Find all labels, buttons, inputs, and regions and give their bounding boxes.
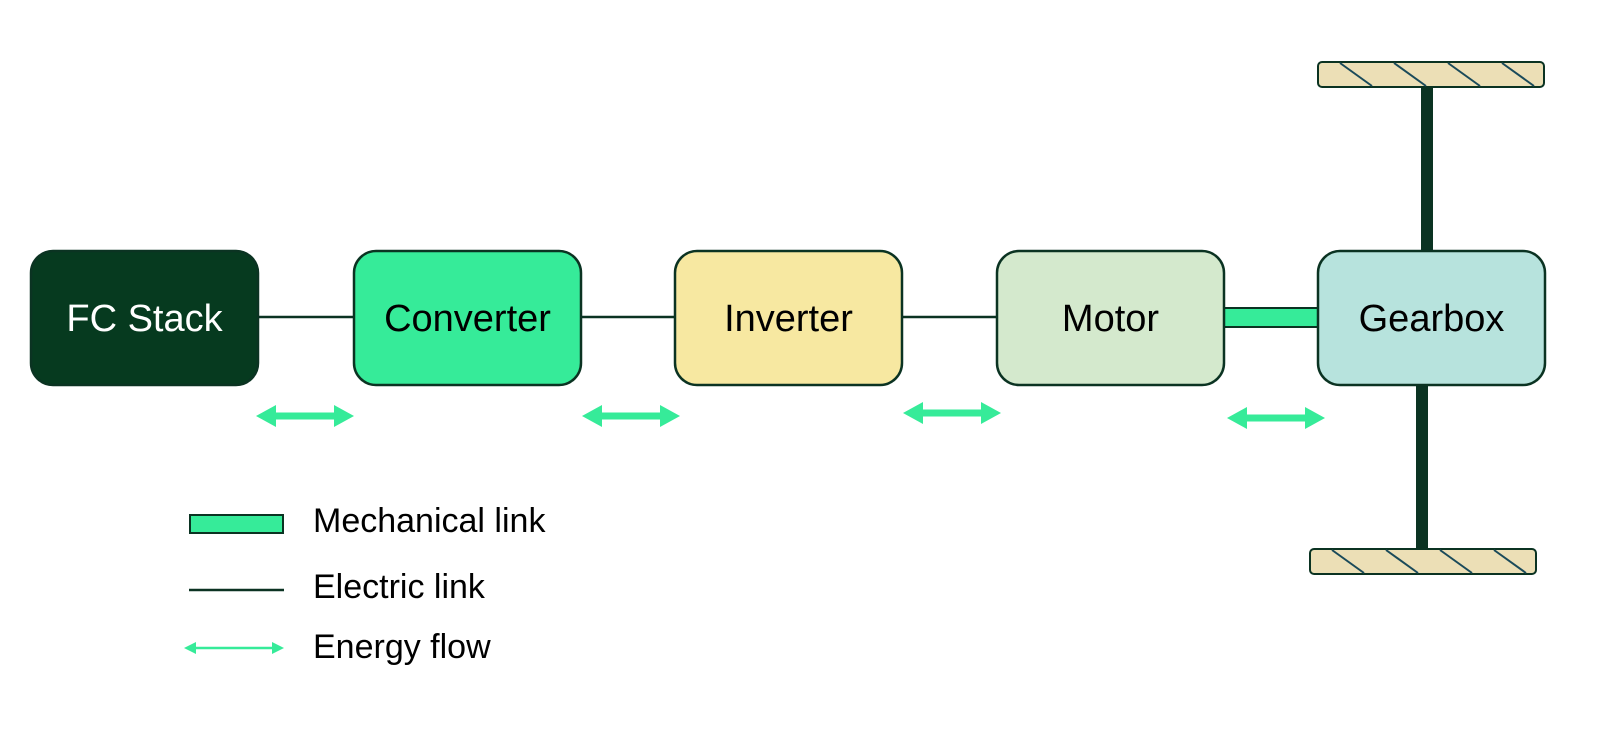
- node-motor-label: Motor: [1062, 298, 1159, 340]
- legend-energy-label: Energy flow: [313, 628, 491, 666]
- legend-electric-label: Electric link: [313, 568, 486, 606]
- node-gearbox-box: [1316, 249, 1547, 387]
- node-fc-stack-label: FC Stack: [66, 298, 223, 340]
- node-inverter-box: [673, 249, 904, 387]
- node-fc-stack: FC Stack: [29, 249, 260, 387]
- node-gearbox-label: Gearbox: [1359, 298, 1505, 340]
- axle-bottom: [1416, 385, 1428, 550]
- legend-mechanical-swatch: [189, 514, 284, 534]
- node-converter-label: Converter: [384, 298, 551, 340]
- legend: Mechanical link Electric link Energy flo…: [184, 502, 546, 666]
- legend-mechanical-label: Mechanical link: [313, 502, 546, 540]
- energy-flow-arrow-converter-inverter: [582, 405, 680, 427]
- node-motor-box: [995, 249, 1226, 387]
- node-gearbox: Gearbox: [1316, 249, 1547, 387]
- node-inverter: Inverter: [673, 249, 904, 387]
- node-converter-box: [352, 249, 583, 387]
- node-inverter-label: Inverter: [724, 298, 853, 340]
- energy-flow-arrow-fc-converter: [256, 405, 354, 427]
- wheel-bottom: [1309, 548, 1537, 575]
- legend-energy-swatch: [184, 642, 284, 654]
- wheel-top: [1317, 61, 1545, 88]
- node-fc-stack-box: [29, 249, 260, 387]
- mechanical-link-motor-gearbox: [1221, 307, 1321, 328]
- node-motor: Motor: [995, 249, 1226, 387]
- node-converter: Converter: [352, 249, 583, 387]
- axle-top: [1421, 86, 1433, 252]
- energy-flow-arrow-motor-gearbox: [1227, 407, 1325, 429]
- energy-flow-arrow-inverter-motor: [903, 402, 1001, 424]
